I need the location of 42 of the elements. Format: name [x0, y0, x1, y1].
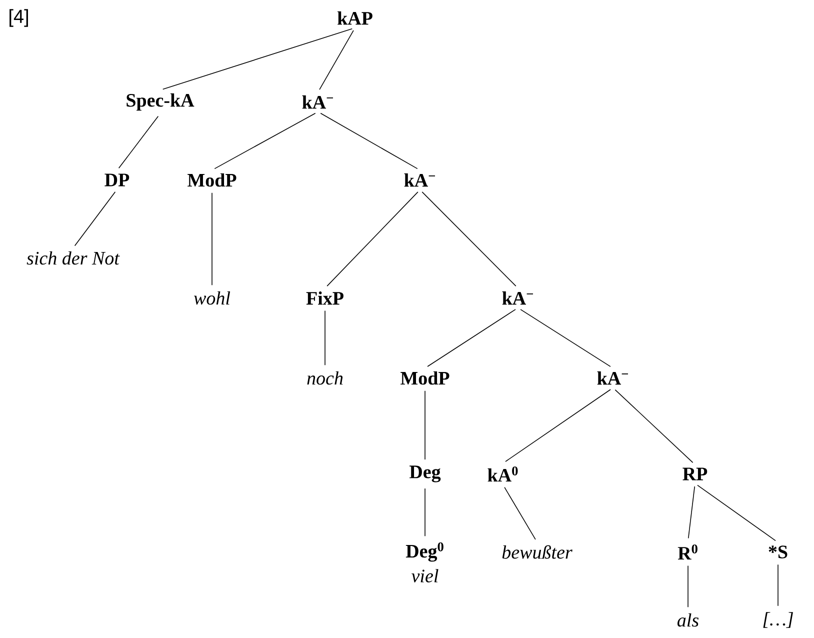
tree-branch [422, 192, 516, 286]
example-number: [4] [10, 9, 28, 27]
category-label: R$^{0}$ [678, 544, 698, 560]
tree-branch [326, 192, 418, 286]
word-label: noch [307, 371, 343, 385]
tree-branch [319, 30, 354, 90]
category-label: kA$^{−}$ [597, 371, 628, 385]
tree-branch [118, 116, 159, 169]
word-label: wohl [194, 291, 230, 305]
word-label: als [677, 613, 699, 627]
category-label: Deg [410, 466, 441, 482]
tree-branch [520, 309, 611, 367]
category-label: Deg$^{0}$ [406, 542, 444, 562]
category-label: kA$^{−}$ [302, 95, 333, 109]
word-label: bewußter [502, 545, 572, 559]
category-label: kA$^{−}$ [404, 173, 435, 187]
tree-branch [505, 389, 611, 462]
category-label: kA$^{−}$ [502, 291, 533, 305]
tree-branch [424, 390, 426, 460]
category-label: kAP [338, 11, 372, 25]
category-label: DP [104, 174, 130, 186]
tree-branch [688, 486, 696, 539]
tree-branch [504, 486, 536, 540]
tree-branch [324, 310, 326, 366]
tree-branch [320, 112, 418, 170]
category-label: Spec-kA [126, 93, 194, 111]
category-label: *S [768, 546, 788, 558]
tree-branch [214, 112, 316, 170]
tree-branch [162, 28, 353, 90]
category-label: ModP [400, 371, 450, 385]
word-label: […] [763, 612, 793, 628]
tree-branch [697, 484, 776, 542]
category-label: RP [682, 468, 708, 480]
category-label: FixP [306, 291, 344, 305]
word-label: viel [412, 569, 438, 582]
category-label: ModP [188, 173, 236, 187]
tree-branch [614, 389, 694, 463]
tree-branch [74, 191, 116, 246]
word-label: sich der Not [26, 251, 120, 265]
category-label: kA$^{0}$ [488, 466, 518, 482]
tree-branch [427, 309, 516, 367]
tree-branch [424, 488, 426, 537]
